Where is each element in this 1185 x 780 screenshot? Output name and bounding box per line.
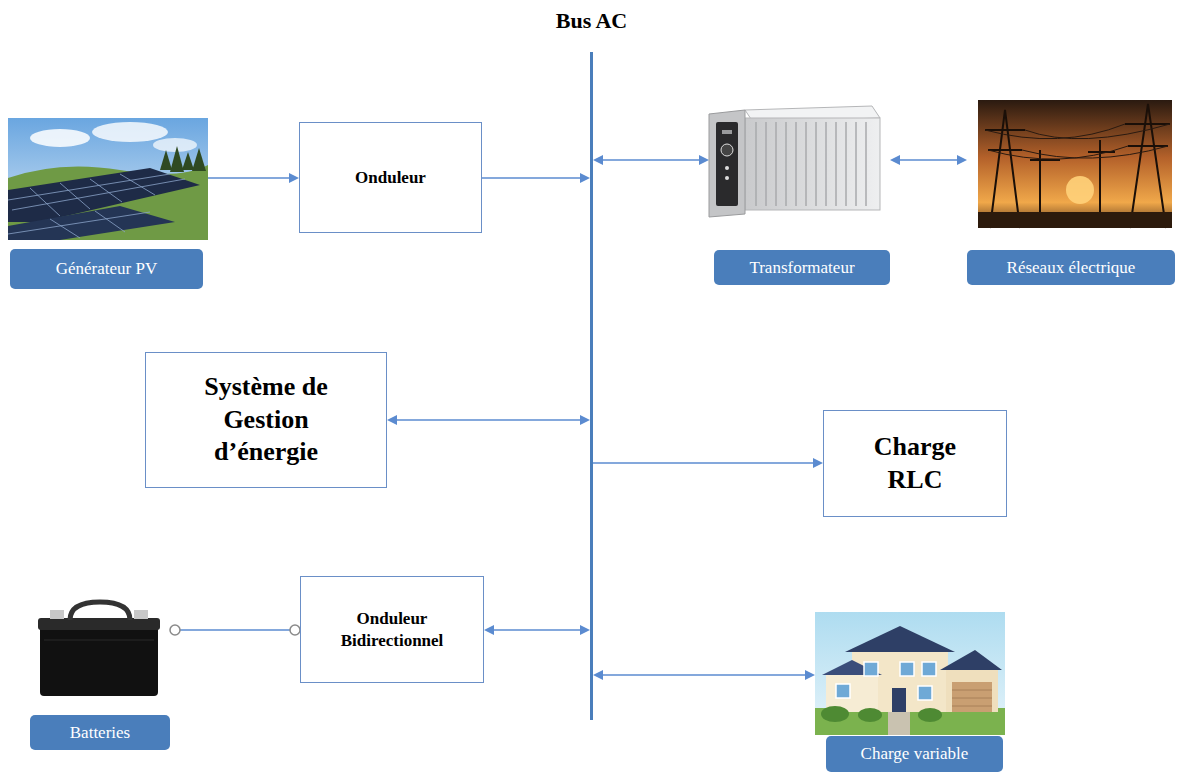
bus-label: Bus AC [556, 8, 628, 34]
power-grid: Réseaux électrique [967, 100, 1175, 285]
connector [482, 177, 581, 179]
transformer-picture [709, 106, 880, 217]
connector [396, 419, 581, 421]
arrow-head [387, 415, 397, 425]
grid-picture [978, 100, 1172, 228]
box-label: Onduleur Bidirectionnel [322, 608, 462, 651]
arrow-head [699, 155, 709, 165]
box-label: Charge RLC [855, 431, 975, 496]
energy-management-box: Système de Gestion d’énergie [145, 352, 387, 488]
batteries: Batteries [30, 598, 170, 750]
arrow-head [805, 670, 815, 680]
terminal-dot [170, 625, 180, 635]
connector [593, 462, 814, 464]
pv-generator: Générateur PV [8, 118, 208, 290]
terminal-dot [290, 625, 300, 635]
arrow-head [890, 155, 900, 165]
name-tag: Charge variable [826, 736, 1003, 772]
name-tag-label: Charge variable [861, 744, 969, 764]
house-picture [815, 612, 1005, 735]
variable-load: Charge variable [815, 610, 1005, 772]
connector [493, 629, 581, 631]
name-tag: Réseaux électrique [967, 250, 1175, 285]
name-tag: Générateur PV [10, 249, 203, 289]
inverter-box: Onduleur [299, 122, 482, 233]
connector [899, 159, 958, 161]
arrow-head [813, 458, 823, 468]
arrow-head [484, 625, 494, 635]
battery-picture [38, 602, 160, 696]
arrow-head [580, 625, 590, 635]
box-label: Onduleur [355, 167, 426, 188]
connector [602, 159, 700, 161]
name-tag: Batteries [30, 715, 170, 750]
arrow-head [593, 155, 603, 165]
connector [170, 629, 300, 631]
pv-picture [8, 118, 208, 240]
name-tag-label: Transformateur [749, 258, 854, 278]
arrow-head [957, 155, 967, 165]
arrow-head [289, 173, 299, 183]
arrow-head [580, 415, 590, 425]
transformer: Transformateur [709, 103, 890, 285]
box-label: Système de Gestion d’énergie [176, 371, 356, 469]
name-tag-label: Batteries [70, 723, 130, 743]
name-tag-label: Générateur PV [56, 259, 158, 279]
name-tag: Transformateur [714, 250, 890, 285]
rlc-load-box: Charge RLC [823, 410, 1007, 517]
connector [602, 674, 806, 676]
ac-bus: Bus AC [590, 52, 593, 720]
name-tag-label: Réseaux électrique [1007, 258, 1136, 278]
arrow-head [580, 173, 590, 183]
bidirectional-inverter-box: Onduleur Bidirectionnel [300, 576, 484, 683]
arrow-head [593, 670, 603, 680]
connector [208, 177, 290, 179]
